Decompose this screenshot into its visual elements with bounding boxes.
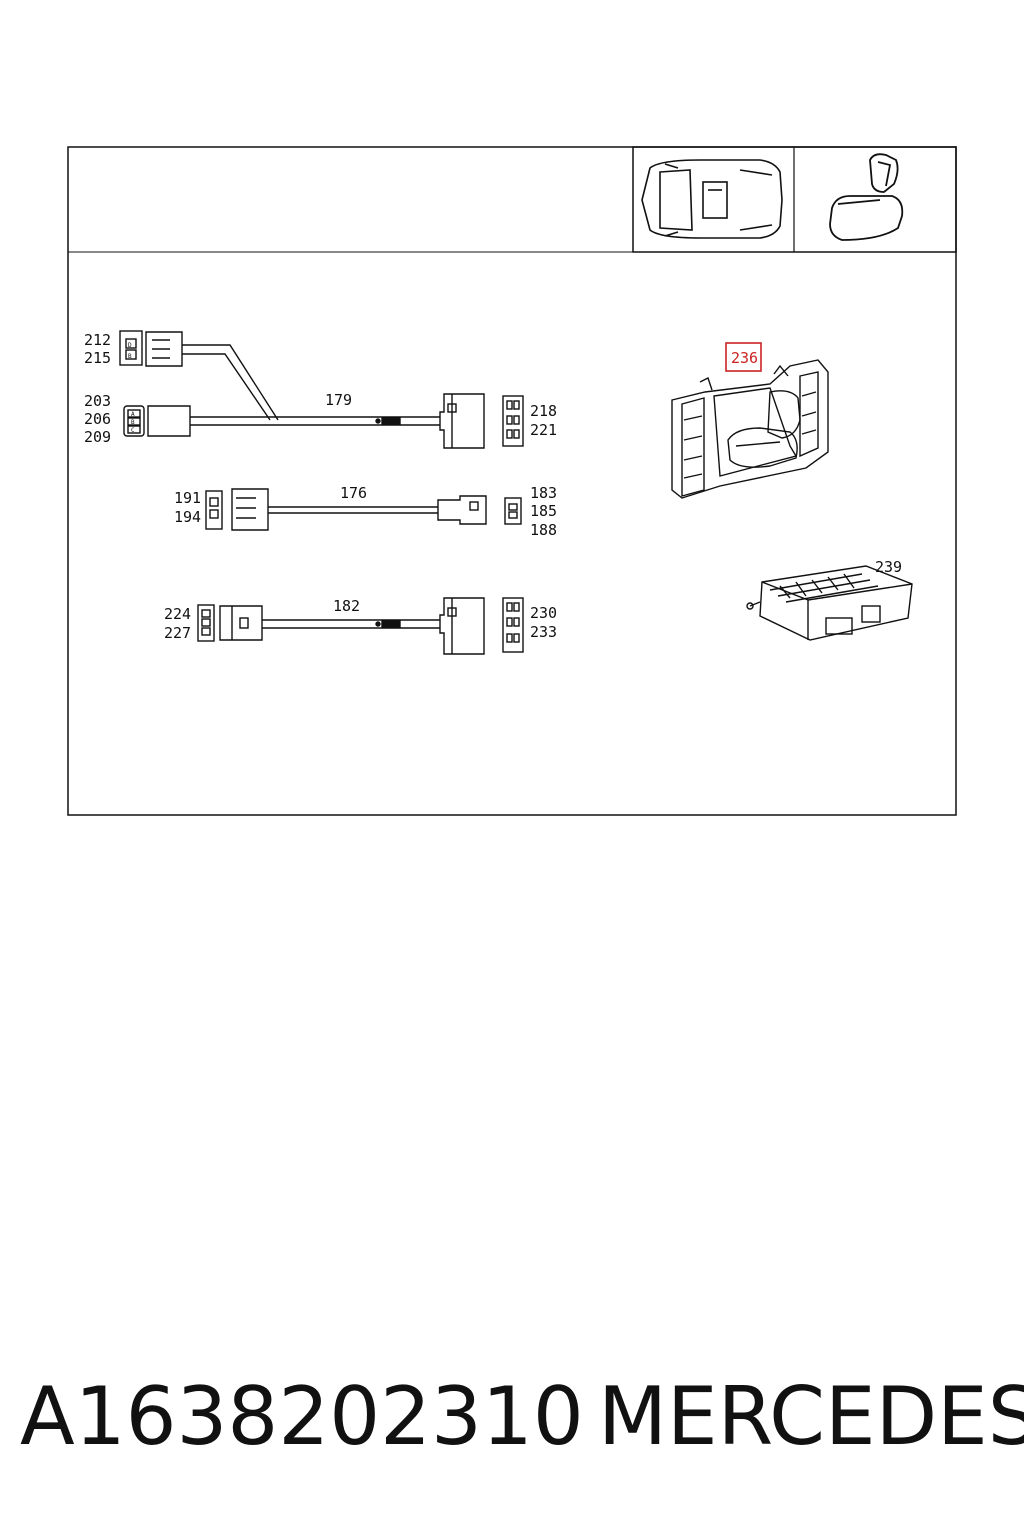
brand-name: MERCEDES bbox=[598, 1370, 1024, 1463]
part-number: A1638202310 bbox=[20, 1370, 584, 1463]
callout-221: 221 bbox=[530, 421, 557, 439]
callout-227: 227 bbox=[164, 624, 191, 642]
callout-224: 224 bbox=[164, 605, 191, 623]
harness-182[interactable] bbox=[197, 597, 524, 655]
seat-switch-panel-236[interactable] bbox=[671, 359, 829, 499]
callout-182: 182 bbox=[333, 597, 360, 615]
callout-230: 230 bbox=[530, 604, 557, 622]
callout-194: 194 bbox=[174, 508, 201, 526]
callout-185: 185 bbox=[530, 502, 557, 520]
seat-icon[interactable] bbox=[829, 153, 904, 241]
diagram-frame bbox=[67, 146, 957, 816]
callout-212: 212 bbox=[84, 331, 111, 349]
callout-176: 176 bbox=[340, 484, 367, 502]
callout-218: 218 bbox=[530, 402, 557, 420]
callout-188: 188 bbox=[530, 521, 557, 539]
harness-179[interactable] bbox=[119, 330, 524, 449]
callout-183: 183 bbox=[530, 484, 557, 502]
callout-209: 209 bbox=[84, 428, 111, 446]
pin-c: C bbox=[131, 427, 135, 434]
pin-a: A bbox=[131, 411, 135, 418]
car-top-view-icon[interactable] bbox=[641, 159, 783, 239]
callout-239: 239 bbox=[875, 558, 902, 576]
harness-176[interactable] bbox=[205, 488, 522, 531]
control-unit-239[interactable] bbox=[746, 565, 913, 641]
footer: A1638202310 MERCEDES bbox=[0, 1370, 1024, 1470]
callout-233: 233 bbox=[530, 623, 557, 641]
callout-203: 203 bbox=[84, 392, 111, 410]
highlight-box bbox=[725, 342, 762, 372]
callout-179: 179 bbox=[325, 391, 352, 409]
callout-206: 206 bbox=[84, 410, 111, 428]
pin-b: B bbox=[131, 419, 135, 426]
callout-215: 215 bbox=[84, 349, 111, 367]
pin-b2: B bbox=[128, 353, 132, 360]
callout-191: 191 bbox=[174, 489, 201, 507]
callout-236[interactable]: 236 bbox=[731, 349, 758, 367]
pin-d: D bbox=[128, 342, 132, 349]
